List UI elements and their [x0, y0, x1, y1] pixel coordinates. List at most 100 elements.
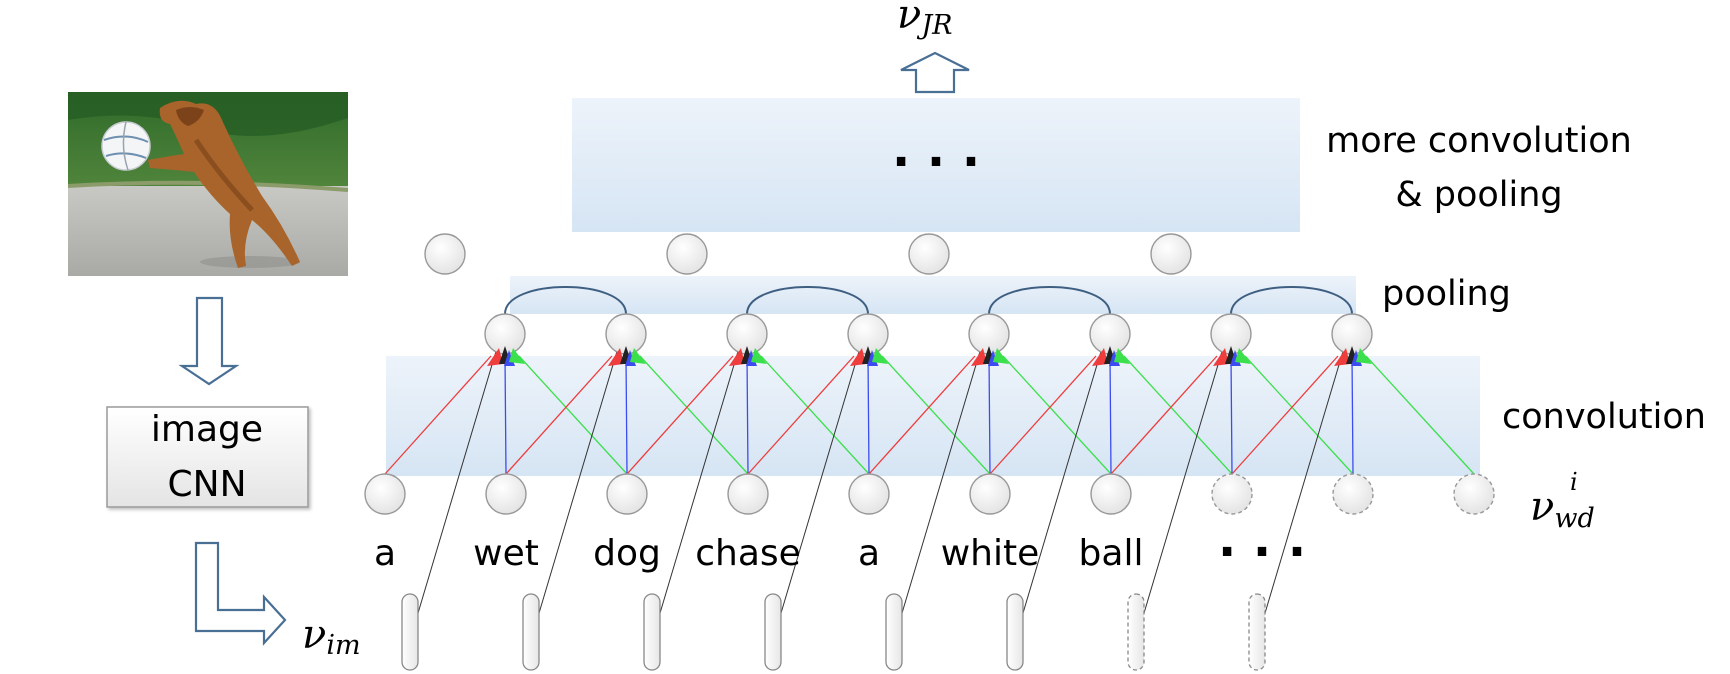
- more-layers-label-line2: & pooling: [1395, 175, 1562, 215]
- convolution-connections: [384, 355, 1475, 475]
- image-vector-edge: [1256, 347, 1345, 641]
- conv-edge-green: [518, 355, 628, 475]
- image-cnn-label-line1: image: [151, 409, 263, 450]
- conv-edge-red: [626, 355, 734, 475]
- image-cnn-label-line2: CNN: [168, 464, 247, 505]
- word-6: ball: [1079, 533, 1144, 574]
- image-cnn-box: [106, 406, 309, 508]
- word-node: [485, 473, 527, 515]
- arrowhead-red-icon: [487, 348, 503, 366]
- arrowhead-green-icon: [509, 348, 525, 364]
- arrowhead-green-icon: [1356, 348, 1372, 364]
- image-vector-edge: [530, 347, 619, 641]
- word-embedding-symbol: νwd: [1530, 484, 1595, 534]
- output-arrow-icon: [900, 51, 970, 94]
- padding-word-node: [1211, 473, 1253, 515]
- conv-edge-blue: [1109, 355, 1112, 475]
- conv-edge-green: [639, 355, 749, 475]
- arrowhead-green-icon: [1114, 348, 1130, 364]
- sentence: a wet dog chase a white ball · · ·: [374, 524, 1306, 580]
- image-vector: [643, 593, 661, 671]
- conv-edge-red: [989, 355, 1097, 475]
- pooling-node: [666, 233, 708, 275]
- more-layers-label-line1: more convolution: [1326, 121, 1632, 161]
- conv-edge-green: [1244, 355, 1354, 475]
- pooling-arc: [746, 286, 869, 315]
- arrowhead-green-icon: [1235, 348, 1251, 364]
- image-vector-edge: [1014, 347, 1103, 641]
- pooling-nodes: [424, 233, 1192, 275]
- convolution-arrowheads: [487, 346, 1372, 366]
- image-vector-connections: [409, 347, 1345, 641]
- down-arrow-icon: [178, 296, 240, 386]
- pooling-label: pooling: [1382, 274, 1511, 314]
- conv-edge-blue: [1230, 355, 1233, 475]
- pooling-node: [1150, 233, 1192, 275]
- word-5: white: [941, 533, 1040, 574]
- word-node: [364, 473, 406, 515]
- more-layers-band: [572, 98, 1300, 232]
- l-shaped-arrow-icon: [194, 541, 287, 646]
- word-node: [727, 473, 769, 515]
- output-symbol: νJR: [897, 0, 952, 41]
- arrowhead-red-icon: [1334, 348, 1350, 366]
- conv-edge-red: [868, 355, 976, 475]
- image-vector: [764, 593, 782, 671]
- word-ellipsis: · · ·: [1218, 524, 1306, 580]
- pooling-arc: [504, 286, 627, 315]
- arrowhead-red-icon: [1213, 348, 1229, 366]
- image-vector-symbol: νim: [302, 612, 361, 661]
- conv-edge-blue: [625, 355, 628, 475]
- word-nodes: [364, 473, 1495, 515]
- image-vector-edge: [651, 347, 740, 641]
- more-layers-ellipsis: · · ·: [892, 134, 980, 190]
- word-node: [969, 473, 1011, 515]
- arrowhead-red-icon: [971, 348, 987, 366]
- padding-image-vector: [1127, 593, 1145, 671]
- word-2: dog: [593, 533, 661, 574]
- word-1: wet: [473, 533, 539, 574]
- arrowhead-green-icon: [993, 348, 1009, 364]
- conv-edge-blue: [504, 355, 507, 475]
- conv-edge-green: [760, 355, 870, 475]
- image-vector: [1006, 593, 1024, 671]
- word-node: [848, 473, 890, 515]
- conv-edge-red: [384, 355, 492, 475]
- arrowhead-green-icon: [872, 348, 888, 364]
- conv-edge-blue: [988, 355, 991, 475]
- conv-edge-red: [1110, 355, 1218, 475]
- conv-edge-blue: [746, 355, 749, 475]
- image-vectors: [401, 593, 1266, 671]
- pooling-band: [510, 276, 1356, 314]
- padding-image-vector: [1248, 593, 1266, 671]
- pooling-node: [908, 233, 950, 275]
- conv-edge-blue: [1351, 355, 1354, 475]
- arrowhead-red-icon: [850, 348, 866, 366]
- padding-word-node: [1332, 473, 1374, 515]
- pooling-node: [424, 233, 466, 275]
- pooling-arc: [988, 286, 1111, 315]
- conv-edge-green: [1002, 355, 1112, 475]
- conv-edge-blue: [867, 355, 870, 475]
- word-embedding-superscript: i: [1570, 468, 1578, 496]
- conv-edge-green: [1123, 355, 1233, 475]
- convolution-label: convolution: [1502, 397, 1706, 437]
- image-vector-edge: [893, 347, 982, 641]
- convolution-nodes: [484, 313, 1373, 355]
- image-vector: [522, 593, 540, 671]
- word-node: [1090, 473, 1132, 515]
- arrowhead-green-icon: [751, 348, 767, 364]
- arrowhead-green-icon: [630, 348, 646, 364]
- word-3: chase: [695, 533, 801, 574]
- conv-edge-green: [881, 355, 991, 475]
- conv-edge-green: [1365, 355, 1475, 475]
- arrowhead-red-icon: [1092, 348, 1108, 366]
- arrowhead-red-icon: [608, 348, 624, 366]
- image-vector: [401, 593, 419, 671]
- conv-edge-red: [1231, 355, 1339, 475]
- conv-edge-red: [505, 355, 613, 475]
- convolution-band: [386, 356, 1480, 476]
- dog-catching-ball-photo: [67, 92, 349, 276]
- image-vector: [885, 593, 903, 671]
